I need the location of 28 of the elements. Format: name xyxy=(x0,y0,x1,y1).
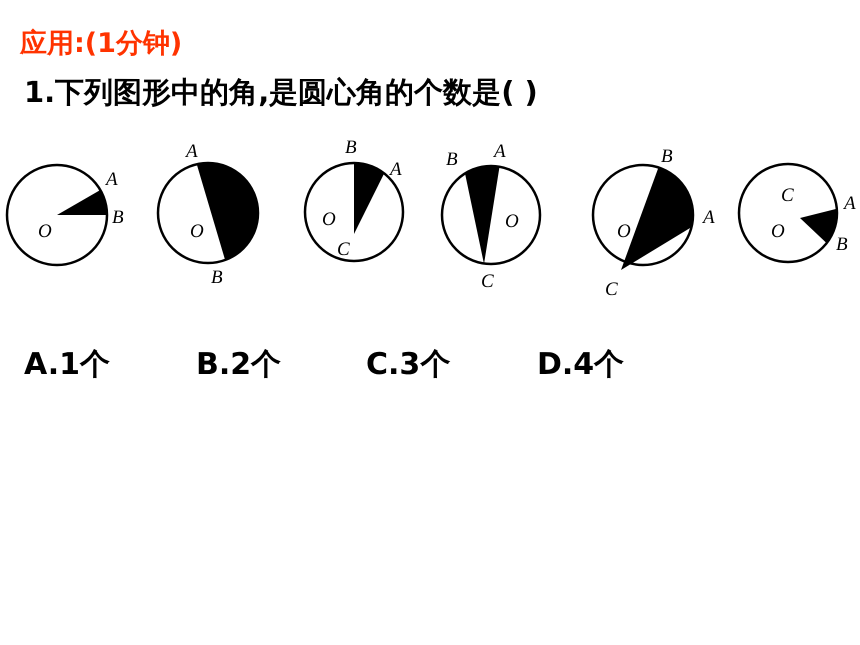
point-label: O xyxy=(38,222,52,241)
slide-title: 应用:(1分钟) xyxy=(20,30,182,57)
point-label: O xyxy=(322,210,336,229)
point-label: A xyxy=(703,208,715,227)
answer-option: D.4个 xyxy=(537,350,624,380)
point-label: A xyxy=(494,142,506,161)
point-label: C xyxy=(481,272,494,291)
point-label: B xyxy=(446,150,458,169)
point-label: A xyxy=(186,142,198,161)
point-label: O xyxy=(771,222,785,241)
point-label: B xyxy=(211,268,223,287)
answer-option: C.3个 xyxy=(366,350,450,380)
point-label: O xyxy=(617,222,631,241)
point-label: C xyxy=(605,280,618,299)
point-label: C xyxy=(781,186,794,205)
answer-option: B.2个 xyxy=(196,350,282,380)
answer-option: A.1个 xyxy=(24,350,110,380)
point-label: B xyxy=(836,235,848,254)
point-label: B xyxy=(345,138,357,157)
question-text: 1.下列图形中的角,是圆心角的个数是( ) xyxy=(24,78,538,107)
point-label: A xyxy=(106,170,118,189)
point-label: B xyxy=(661,147,673,166)
point-label: O xyxy=(505,212,519,231)
point-label: A xyxy=(390,160,402,179)
point-label: A xyxy=(844,194,856,213)
point-label: C xyxy=(337,240,350,259)
point-label: O xyxy=(190,222,204,241)
point-label: B xyxy=(112,208,124,227)
